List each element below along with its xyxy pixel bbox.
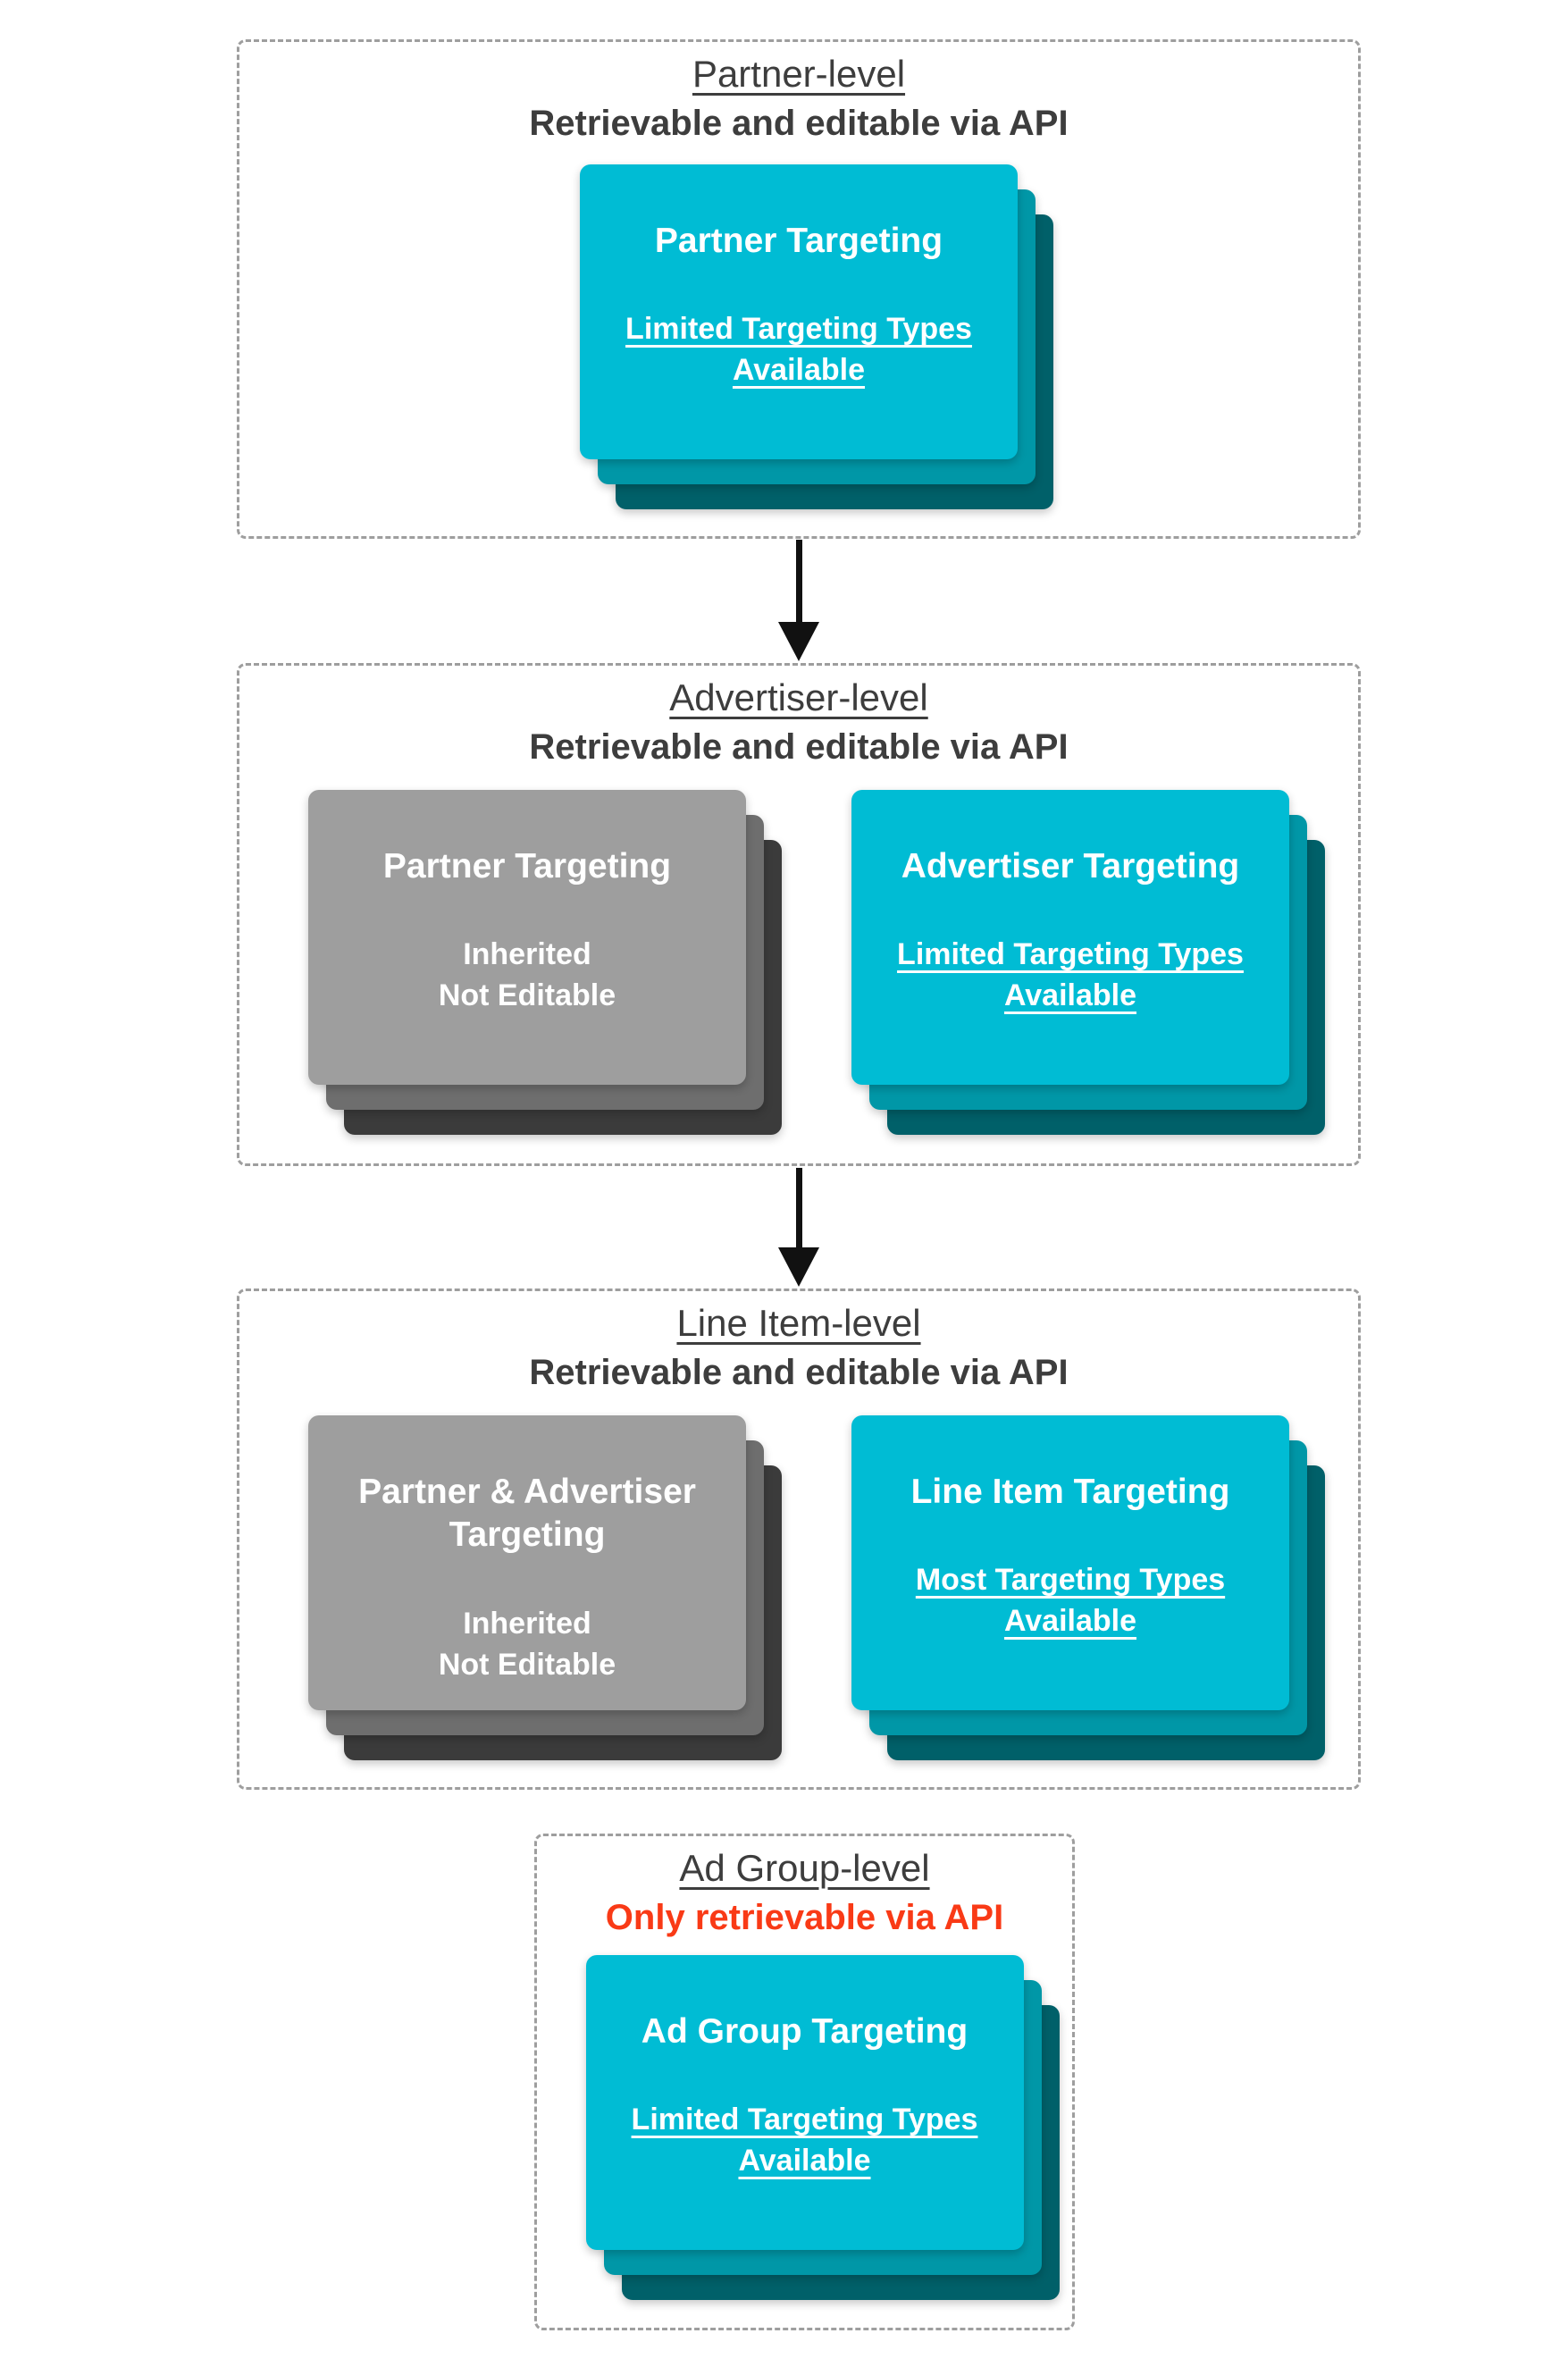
cards-row: Ad Group Targeting Limited Targeting Typ… [537,1954,1072,2300]
card-stack-partner-advertiser-targeting-inherited: Partner & Advertiser Targeting Inherited… [308,1414,782,1760]
partner-level-header: Partner-level Retrievable and editable v… [529,42,1068,145]
card-front: Partner & Advertiser Targeting Inherited… [308,1414,746,1710]
card-front: Advertiser Targeting Limited Targeting T… [851,789,1289,1085]
flow-arrow-partner-to-advertiser [778,540,819,661]
card-subtext: Limited Targeting Types Available [625,312,972,388]
card-stack-advertiser-targeting: Advertiser Targeting Limited Targeting T… [851,789,1325,1135]
cards-row: Partner Targeting Inherited Not Editable… [239,789,1358,1135]
level-title: Partner-level [692,53,906,95]
card-title: Partner Targeting [654,221,943,260]
card-title: Ad Group Targeting [641,2011,968,2051]
arrow-line [795,1168,802,1247]
section-advertiser-level: Advertiser-level Retrievable and editabl… [237,663,1361,1166]
card-title: Advertiser Targeting [901,846,1240,886]
level-title: Line Item-level [676,1302,921,1344]
card-front: Partner Targeting Limited Targeting Type… [580,164,1018,459]
card-title: Line Item Targeting [910,1472,1230,1511]
arrow-head-icon [778,622,819,661]
card-subtext: Inherited Not Editable [438,937,616,1013]
level-subtitle: Retrievable and editable via API [529,726,1069,767]
level-subtitle: Retrievable and editable via API [529,1352,1069,1392]
card-title: Partner Targeting [382,846,672,886]
level-title: Ad Group-level [679,1847,930,1889]
section-partner-level: Partner-level Retrievable and editable v… [237,39,1361,539]
card-subtext: Inherited Not Editable [438,1607,616,1682]
flow-arrow-advertiser-to-lineitem [778,1168,819,1287]
card-title: Partner & Advertiser Targeting [358,1472,696,1555]
section-line-item-level: Line Item-level Retrievable and editable… [237,1288,1361,1790]
cards-row: Partner Targeting Limited Targeting Type… [239,164,1358,509]
card-front: Line Item Targeting Most Targeting Types… [851,1414,1289,1710]
level-title: Advertiser-level [669,676,928,718]
card-stack-ad-group-targeting: Ad Group Targeting Limited Targeting Typ… [585,1954,1060,2300]
card-stack-partner-targeting: Partner Targeting Limited Targeting Type… [580,164,1053,509]
ad-group-level-header: Ad Group-level Only retrievable via API [606,1836,1003,1939]
card-subtext: Limited Targeting Types Available [631,2103,978,2178]
card-subtext: Limited Targeting Types Available [897,937,1244,1013]
level-subtitle: Only retrievable via API [605,1897,1004,1937]
advertiser-level-header: Advertiser-level Retrievable and editabl… [529,666,1068,768]
card-stack-partner-targeting-inherited: Partner Targeting Inherited Not Editable [308,789,782,1135]
arrow-head-icon [778,1247,819,1287]
level-subtitle: Retrievable and editable via API [529,103,1069,143]
card-front: Ad Group Targeting Limited Targeting Typ… [585,1954,1024,2250]
section-ad-group-level: Ad Group-level Only retrievable via API … [534,1834,1075,2330]
cards-row: Partner & Advertiser Targeting Inherited… [239,1414,1358,1760]
card-stack-line-item-targeting: Line Item Targeting Most Targeting Types… [851,1414,1325,1760]
arrow-line [795,540,802,622]
card-subtext: Most Targeting Types Available [915,1563,1226,1639]
line-item-level-header: Line Item-level Retrievable and editable… [529,1291,1068,1394]
card-front: Partner Targeting Inherited Not Editable [308,789,746,1085]
